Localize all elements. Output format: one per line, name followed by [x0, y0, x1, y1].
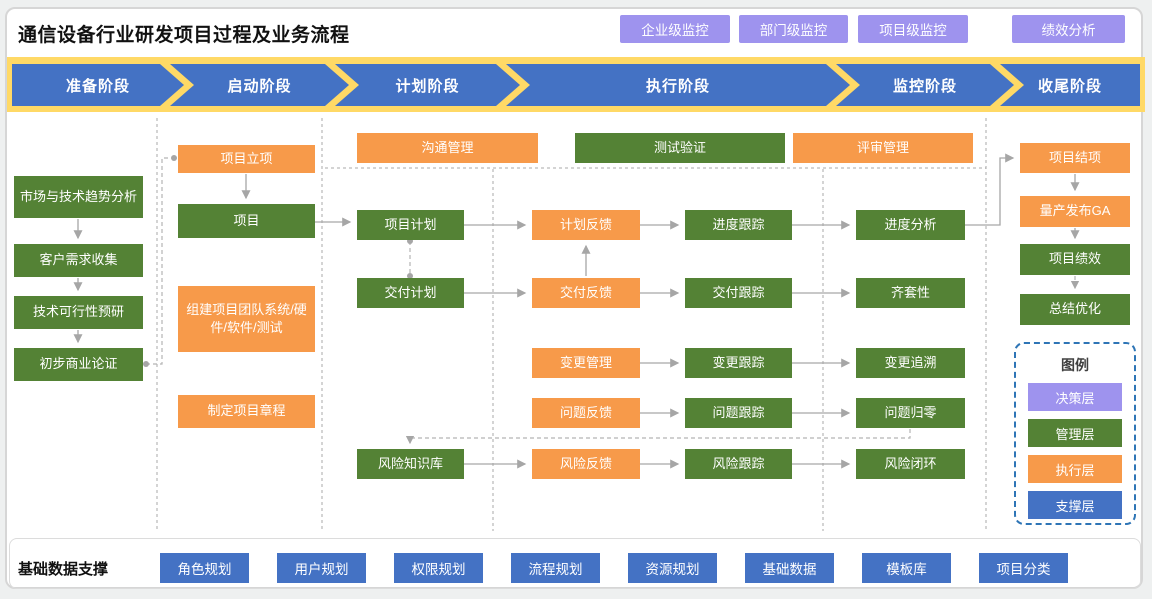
monitor-button-enterprise-monitor[interactable]: 企业级监控	[620, 15, 730, 43]
footer-label: 基础数据支撑	[18, 561, 109, 578]
node-project-initiation: 项目立项	[178, 145, 315, 173]
node-issue-tracking: 问题跟踪	[685, 398, 792, 428]
footer-button-base-data[interactable]: 基础数据	[745, 553, 834, 583]
monitor-button-project-monitor[interactable]: 项目级监控	[858, 15, 968, 43]
node-project-closure: 项目结项	[1020, 143, 1130, 173]
node-progress-analysis: 进度分析	[856, 210, 965, 240]
node-test-verification: 测试验证	[575, 133, 785, 163]
node-market-tech-trend-analysis: 市场与技术趋势分析	[14, 176, 143, 218]
phase-chevron-6: 收尾阶段	[1000, 64, 1140, 106]
phase-chevron-5: 监控阶段	[836, 64, 1014, 106]
phase-chevron-1: 准备阶段	[12, 64, 184, 106]
legend-box: 图例 决策层管理层执行层支撑层	[1014, 342, 1136, 525]
phase-chevron-4: 执行阶段	[506, 64, 850, 106]
legend-items: 决策层管理层执行层支撑层	[1016, 383, 1134, 519]
node-build-project-team: 组建项目团队系统/硬件/软件/测试	[178, 286, 315, 352]
node-customer-demand-collection: 客户需求收集	[14, 244, 143, 277]
node-completeness: 齐套性	[856, 278, 965, 308]
phase-chevron-2: 启动阶段	[170, 64, 349, 106]
node-risk-closure: 风险闭环	[856, 449, 965, 479]
node-summary-optimization: 总结优化	[1020, 294, 1130, 325]
node-change-traceability: 变更追溯	[856, 348, 965, 378]
legend-title: 图例	[1061, 357, 1089, 373]
node-preliminary-business-case: 初步商业论证	[14, 348, 143, 381]
footer-button-process-planning[interactable]: 流程规划	[511, 553, 600, 583]
node-risk-feedback: 风险反馈	[532, 449, 640, 479]
phase-chevron-3: 计划阶段	[335, 64, 520, 106]
node-risk-tracking: 风险跟踪	[685, 449, 792, 479]
legend-item-decision-layer: 决策层	[1028, 383, 1122, 411]
footer-button-role-planning[interactable]: 角色规划	[160, 553, 249, 583]
node-delivery-plan: 交付计划	[357, 278, 464, 308]
node-change-mgmt: 变更管理	[532, 348, 640, 378]
node-mass-production-release-ga: 量产发布GA	[1020, 196, 1130, 227]
node-risk-knowledge-base: 风险知识库	[357, 449, 464, 479]
legend-item-support-layer: 支撑层	[1028, 491, 1122, 519]
node-delivery-tracking: 交付跟踪	[685, 278, 792, 308]
node-project: 项目	[178, 204, 315, 238]
monitor-button-department-monitor[interactable]: 部门级监控	[739, 15, 848, 43]
node-define-project-charter: 制定项目章程	[178, 395, 315, 428]
node-plan-feedback: 计划反馈	[532, 210, 640, 240]
node-review-mgmt: 评审管理	[793, 133, 973, 163]
node-progress-tracking: 进度跟踪	[685, 210, 792, 240]
footer-bar	[9, 538, 1141, 589]
node-issue-zeroing: 问题归零	[856, 398, 965, 428]
node-tech-feasibility-research: 技术可行性预研	[14, 296, 143, 329]
page-title: 通信设备行业研发项目过程及业务流程	[18, 25, 350, 46]
node-change-tracking: 变更跟踪	[685, 348, 792, 378]
footer-button-template-library[interactable]: 模板库	[862, 553, 951, 583]
footer-button-project-category[interactable]: 项目分类	[979, 553, 1068, 583]
node-issue-feedback: 问题反馈	[532, 398, 640, 428]
legend-item-management-layer: 管理层	[1028, 419, 1122, 447]
footer-button-resource-planning[interactable]: 资源规划	[628, 553, 717, 583]
node-delivery-feedback: 交付反馈	[532, 278, 640, 308]
node-project-performance: 项目绩效	[1020, 244, 1130, 275]
node-project-plan: 项目计划	[357, 210, 464, 240]
footer-button-permission-planning[interactable]: 权限规划	[394, 553, 483, 583]
monitor-button-performance-analysis[interactable]: 绩效分析	[1012, 15, 1125, 43]
legend-item-execution-layer: 执行层	[1028, 455, 1122, 483]
node-communication-mgmt: 沟通管理	[357, 133, 538, 163]
footer-button-user-planning[interactable]: 用户规划	[277, 553, 366, 583]
